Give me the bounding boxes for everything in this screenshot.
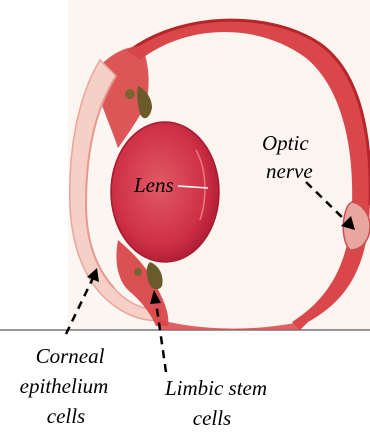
corneal-label-line3: cells (47, 404, 85, 428)
corneal-label-line2: epithelium (20, 374, 109, 398)
optic-nerve-label-line1: Optic (262, 131, 309, 155)
optic-nerve-label-line2: nerve (266, 159, 313, 183)
limbic-label-line2: cells (193, 406, 231, 430)
lens-label: Lens (133, 173, 174, 197)
corneal-label-line1: Corneal (36, 344, 105, 368)
lower-pigment-spot (134, 268, 142, 276)
upper-pigment-spot (125, 89, 135, 99)
limbic-label-line1: Limbic stem (164, 376, 267, 400)
